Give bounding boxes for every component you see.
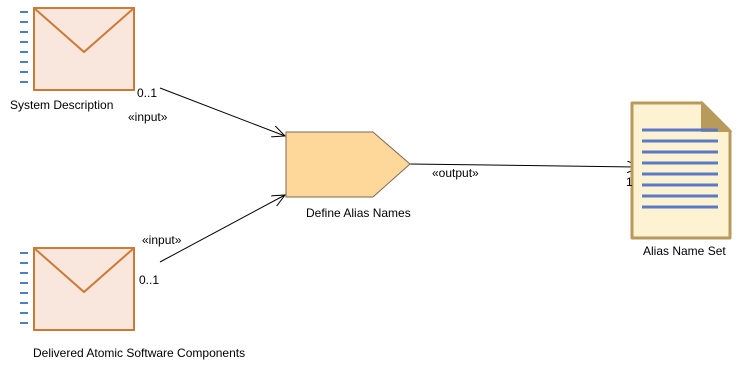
envelope-dash-marks [20, 252, 28, 324]
define-alias-names-label: Define Alias Names [306, 206, 411, 220]
system-description-multiplicity: 0..1 [137, 86, 158, 100]
delivered-components-label: Delivered Atomic Software Components [33, 346, 246, 360]
connector-delivered-components-to-task[interactable] [159, 195, 285, 263]
alias-name-set-label: Alias Name Set [643, 244, 726, 258]
system-description-envelope-icon[interactable] [20, 7, 135, 91]
alias-name-set-document-icon[interactable] [630, 100, 733, 240]
connector-task-to-alias-name-set[interactable] [409, 164, 640, 167]
delivered-components-stereotype: «input» [142, 233, 182, 247]
alias-name-set-multiplicity: 1 [626, 175, 633, 189]
output-stereotype: «output» [432, 166, 479, 180]
document-text-lines [642, 128, 718, 209]
define-alias-names-task-icon[interactable] [285, 131, 411, 198]
delivered-components-envelope-icon[interactable] [20, 247, 135, 331]
system-description-label: System Description [10, 98, 114, 112]
connector-system-description-to-task[interactable] [159, 87, 285, 136]
envelope-dash-marks [20, 11, 28, 83]
system-description-stereotype: «input» [128, 110, 168, 124]
delivered-components-multiplicity: 0..1 [139, 273, 160, 287]
